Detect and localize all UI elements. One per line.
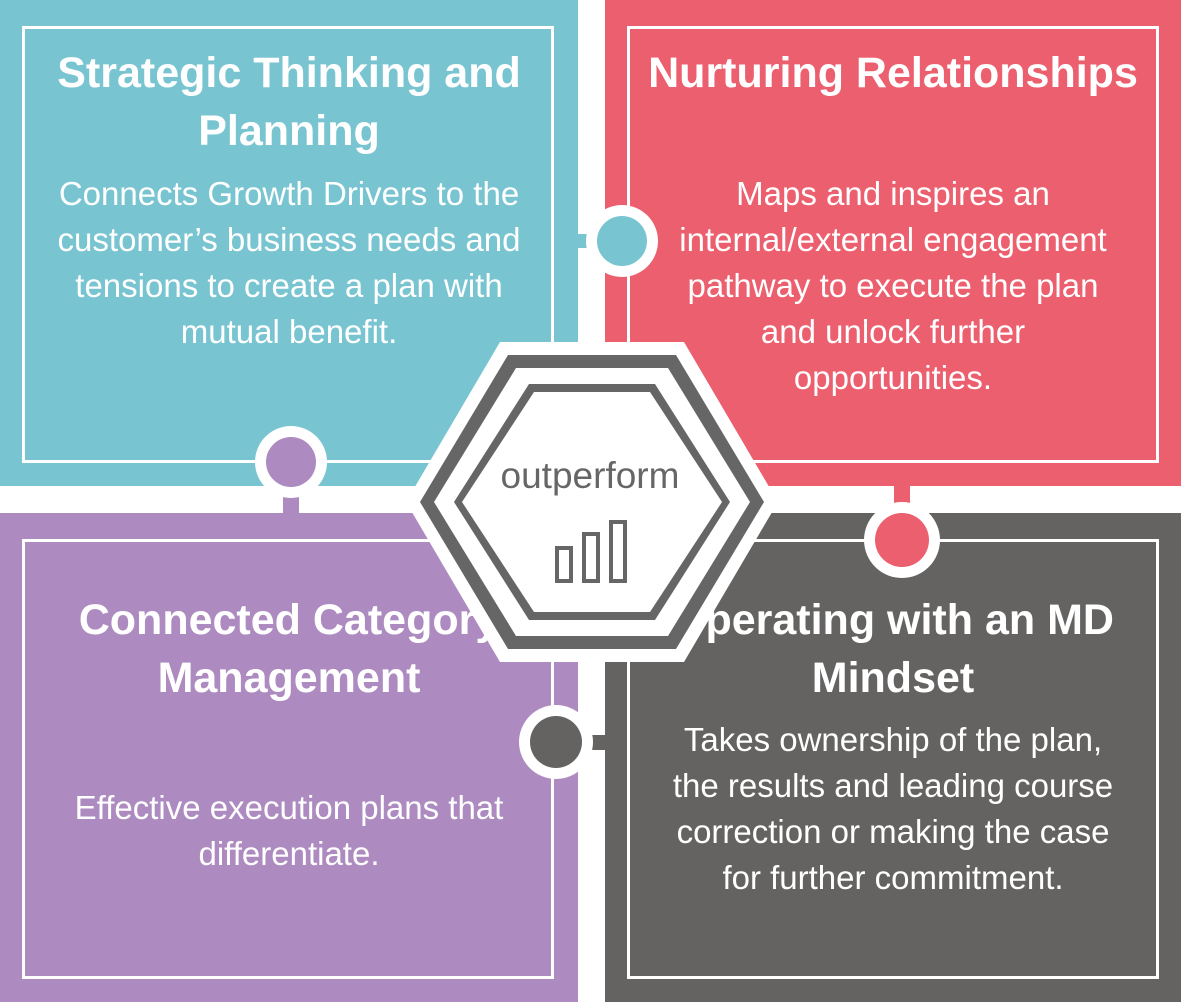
quadrant-description: Maps and inspires an internal/external e… <box>679 175 1107 396</box>
quadrant-description: Effective execution plans that different… <box>74 789 504 872</box>
quadrant-strategic-thinking: Strategic Thinking and Planning Connects… <box>0 0 578 486</box>
quadrant-description: Connects Growth Drivers to the customer’… <box>57 175 521 350</box>
connector-gray <box>519 705 610 779</box>
bar-chart-icon <box>555 520 627 583</box>
hub-label: outperform <box>500 455 680 496</box>
quadrant-title: Connected Category Management <box>78 596 500 702</box>
quadrant-title: Strategic Thinking and Planning <box>57 49 521 155</box>
quadrant-title: Operating with an MD Mindset <box>672 596 1114 702</box>
quadrant-title: Nurturing Relationships <box>648 49 1138 97</box>
quadrant-description: Takes ownership of the plan, the results… <box>672 721 1114 896</box>
connector-purple <box>255 426 327 517</box>
hub-hexagon <box>406 342 778 662</box>
connector-teal <box>574 205 658 277</box>
connector-coral <box>864 482 940 578</box>
